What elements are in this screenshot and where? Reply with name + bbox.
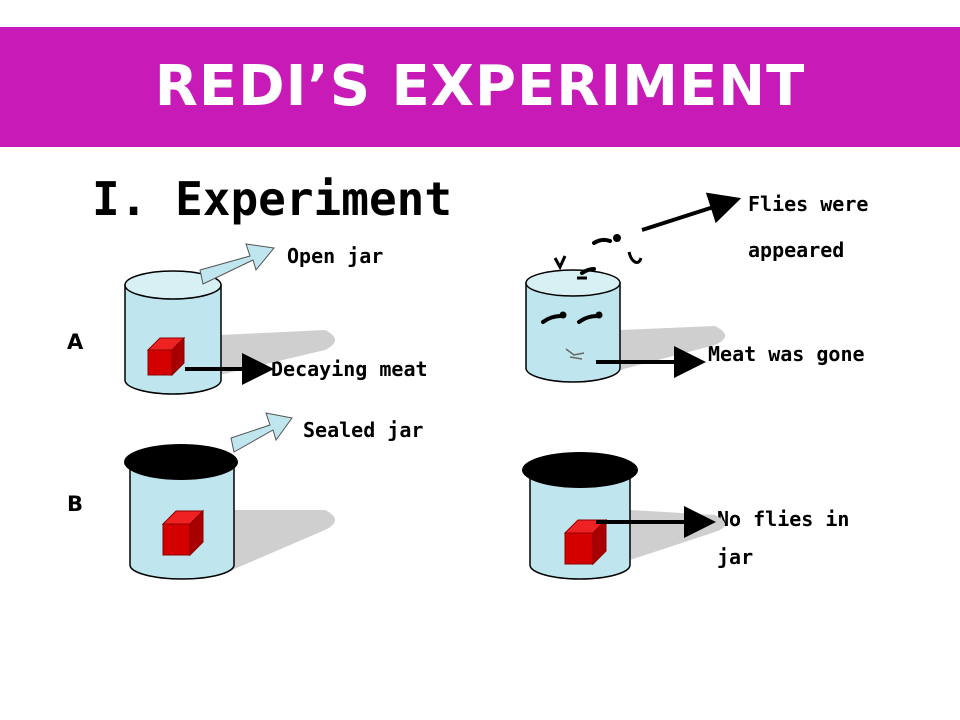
label-no-flies-line1: No flies in [717, 507, 850, 531]
jar-b-shadow [232, 510, 335, 570]
fly-icon [577, 314, 599, 324]
fly-icon [553, 255, 567, 271]
meat-cube-b [161, 509, 205, 557]
jar-a-open [124, 270, 335, 395]
label-open-jar: Open jar [287, 244, 384, 268]
label-flies-line2: appeared [748, 238, 845, 262]
jar-a-result-opening [525, 269, 621, 297]
fly-icons [541, 234, 643, 324]
label-flies-line1: Flies were [748, 192, 869, 216]
fly-icon [627, 251, 643, 264]
jar-a-result-body [525, 282, 621, 383]
fly-icon [541, 314, 563, 324]
meat-cube-b-result [563, 518, 608, 566]
row-label-b: B [67, 492, 84, 516]
jar-b-lid [124, 444, 238, 480]
fly-icon [592, 237, 612, 245]
jar-b-result-shadow [630, 510, 725, 560]
fly-icon [580, 267, 596, 275]
section-heading: I. Experiment [92, 172, 453, 226]
fly-icon [559, 311, 567, 319]
label-meat-gone: Meat was gone [708, 342, 865, 366]
meat-cube-a [146, 336, 186, 377]
slide-title: REDI’S EXPERIMENT [154, 54, 806, 119]
label-decaying-meat: Decaying meat [271, 357, 428, 381]
open-jar-arrow [199, 243, 275, 285]
jar-b-sealed [124, 444, 335, 580]
jar-b-result [522, 452, 725, 580]
sealed-jar-arrow [230, 412, 293, 453]
jar-a-result-shadow [620, 326, 725, 370]
label-sealed-jar: Sealed jar [303, 418, 424, 442]
jar-a-opening [124, 270, 222, 300]
flies-pointer [641, 192, 742, 232]
title-banner: REDI’S EXPERIMENT [0, 27, 960, 147]
fly-icon [613, 234, 621, 242]
label-no-flies-line2: jar [717, 545, 754, 569]
meat-remains-icon [565, 348, 585, 360]
row-label-a: A [67, 330, 84, 354]
fly-icon [595, 311, 603, 319]
jar-b-result-lid [522, 452, 638, 488]
jar-a-result [525, 269, 725, 383]
